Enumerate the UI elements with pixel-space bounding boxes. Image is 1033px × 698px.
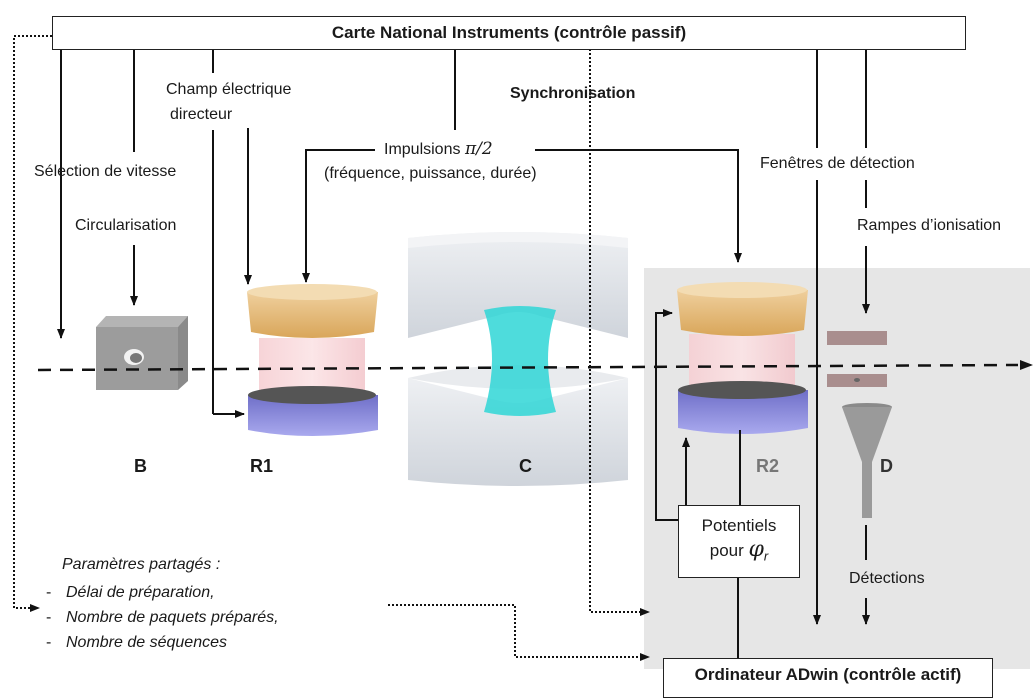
- phi-subscript: r: [763, 548, 769, 564]
- atomic-beam-axis: [37, 363, 1019, 372]
- impulsions-prefix: Impulsions: [384, 141, 461, 158]
- shared-param-item: -Nombre de paquets préparés,: [46, 609, 279, 626]
- national-instruments-title: Carte National Instruments (contrôle pas…: [331, 23, 687, 42]
- potentials-box: Potentiels pour φr: [678, 505, 800, 578]
- impulsions-label: Impulsions π/2: [384, 139, 493, 159]
- component-label-b: B: [134, 456, 147, 476]
- impulsions-params: (fréquence, puissance, durée): [324, 165, 537, 182]
- component-label-c: C: [519, 456, 532, 476]
- shared-parameter-links: [13, 35, 640, 658]
- potentials-line2: pour φr: [679, 538, 799, 568]
- component-c-cavity: [408, 232, 628, 486]
- component-r1-electrodes: [247, 284, 378, 436]
- champ-label-line1: Champ électrique: [166, 81, 292, 98]
- circularisation-label: Circularisation: [75, 217, 177, 234]
- champ-label-line2: directeur: [170, 106, 233, 123]
- phi-symbol: φ: [748, 537, 764, 562]
- component-d-detector: [827, 331, 892, 518]
- beam-arrowhead: [1020, 360, 1033, 370]
- potentials-line1: Potentiels: [701, 516, 777, 535]
- synchronisation-label: Synchronisation: [510, 85, 636, 102]
- impulsions-math: π/2: [464, 139, 493, 159]
- national-instruments-card: Carte National Instruments (contrôle pas…: [52, 16, 966, 50]
- adwin-computer: Ordinateur ADwin (contrôle actif): [663, 658, 993, 698]
- detections-label: Détections: [849, 570, 925, 587]
- control-connectors: [57, 49, 870, 658]
- component-b-block: [96, 316, 188, 390]
- shared-params-list: -Délai de préparation, -Nombre de paquet…: [46, 580, 279, 655]
- shared-param-item: -Nombre de séquences: [46, 634, 227, 651]
- fenetres-label: Fenêtres de détection: [760, 155, 915, 172]
- setup-diagram: [13, 35, 1033, 669]
- adwin-title: Ordinateur ADwin (contrôle actif): [694, 665, 962, 684]
- shared-params-title: Paramètres partagés :: [62, 556, 221, 573]
- component-label-r1: R1: [250, 456, 274, 476]
- rampes-label: Rampes d’ionisation: [857, 217, 1002, 234]
- shared-param-item: -Délai de préparation,: [46, 584, 215, 601]
- dotted-arrowheads: [30, 604, 650, 661]
- selection-vitesse-label: Sélection de vitesse: [34, 163, 177, 180]
- component-label-d: D: [880, 456, 893, 476]
- component-label-r2: R2: [756, 456, 780, 476]
- component-r2-electrodes: [677, 282, 808, 434]
- potentials-pour: pour: [709, 541, 744, 560]
